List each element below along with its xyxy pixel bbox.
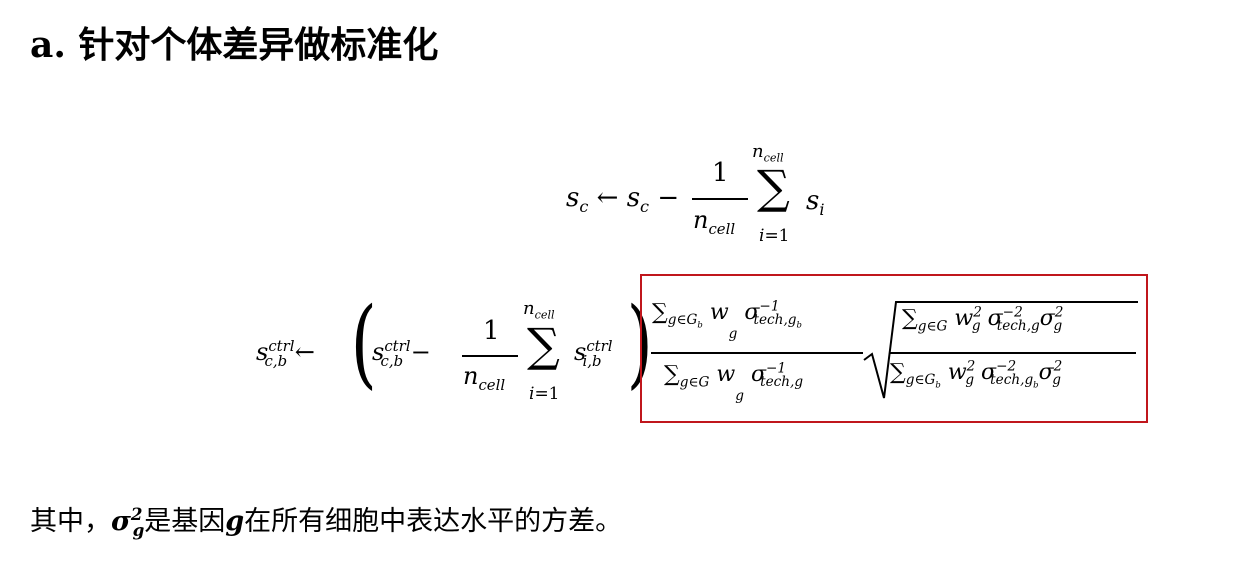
eq2-paren-right: )	[626, 287, 653, 399]
eq2-sqrt-bar	[890, 352, 1136, 354]
eq1-frac-den: ncell	[693, 206, 736, 238]
eq1-lhs: sc ← sc −	[566, 183, 680, 217]
eq1-frac-bar	[692, 198, 748, 200]
eq2-frac-num: 1	[483, 316, 500, 346]
eq2-ratio-num: ∑g∈Gb wg σ−1tech,gb	[652, 298, 802, 343]
title-prefix: a.	[30, 24, 66, 66]
page-title: a. 针对个体差异做标准化	[30, 20, 438, 71]
highlight-box	[640, 274, 1148, 423]
eq1-frac-num: 1	[712, 158, 729, 188]
title-text: 针对个体差异做标准化	[78, 25, 439, 66]
eq1-sum-bottom: i=1	[759, 226, 790, 246]
eq2-frac-den: ncell	[463, 362, 506, 394]
footnote-sigma-symbol: σ2g	[111, 504, 145, 541]
sqrt-sign-icon	[863, 301, 1138, 399]
eq1-sigma: ∑	[757, 160, 790, 214]
eq2-ratio-bar	[651, 352, 863, 354]
footnote-part2: 是基因	[144, 506, 226, 537]
eq2-sum-bottom: i=1	[529, 384, 560, 404]
eq1-sum-top: ncell	[752, 141, 784, 165]
eq2-ratio-den: ∑g∈G wg σ−1tech,g	[664, 360, 804, 405]
eq2-sqrt-den: ∑g∈Gb w2g σ−2tech,gbσ2g	[890, 358, 1063, 391]
eq2-sqrt-num: ∑g∈G w2g σ−2tech,gσ2g	[902, 304, 1064, 335]
footnote-part1: 其中，	[30, 506, 111, 537]
footnote-part3: 在所有细胞中表达水平的方差。	[244, 506, 623, 537]
eq2-sum-top: ncell	[523, 298, 555, 322]
eq2-paren-left: (	[350, 287, 377, 399]
equation-2: sctrlc,b ← ( sctrlc,b − 1 ncell ncell ∑ …	[256, 274, 1148, 423]
eq2-sigma: ∑	[527, 318, 560, 372]
eq2-frac-bar	[462, 355, 518, 357]
eq1-si: si	[806, 186, 825, 220]
footnote: 其中，σ2g是基因g在所有细胞中表达水平的方差。	[30, 502, 622, 542]
eq2-inner-s: sctrlc,b −	[372, 337, 431, 370]
equation-1: sc ← sc − 1 ncell ncell ∑ i=1 si	[0, 0, 1240, 260]
footnote-g-symbol: g	[225, 506, 245, 537]
eq2-sib: sctrli,b	[574, 337, 613, 370]
eq2-lhs: sctrlc,b ←	[256, 337, 315, 370]
